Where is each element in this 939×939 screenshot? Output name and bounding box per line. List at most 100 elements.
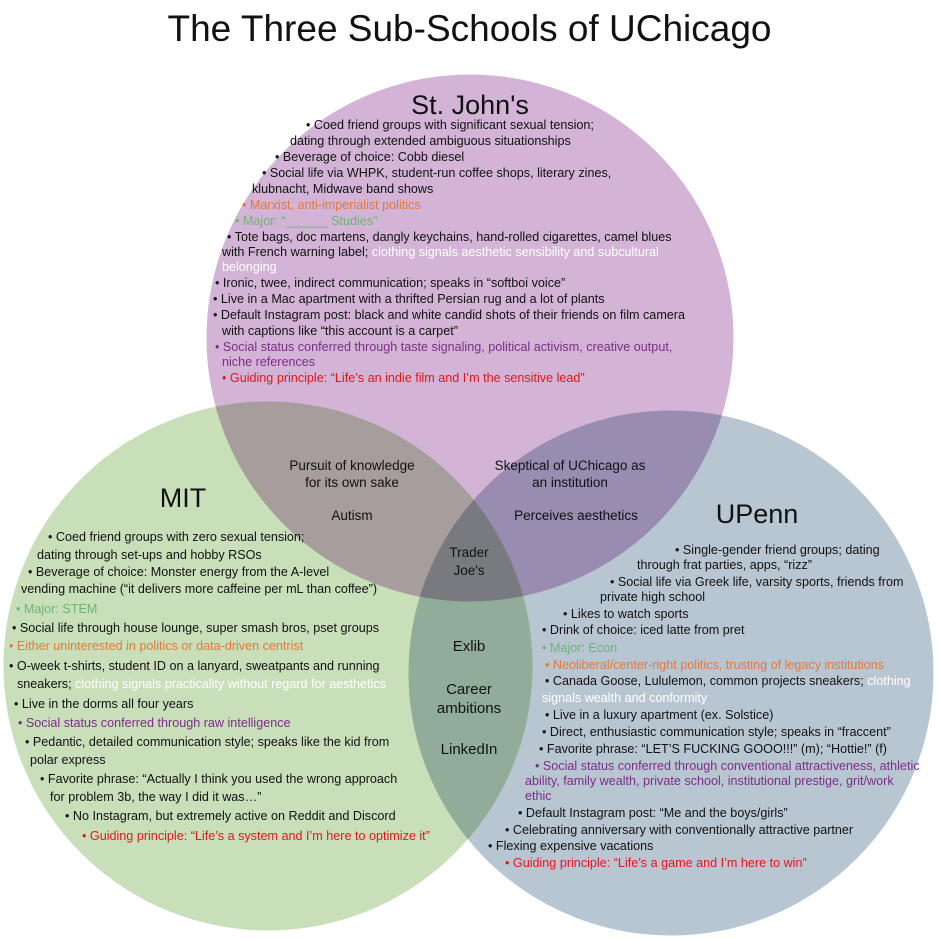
mit-text-segment: for problem 3b, the way I did it was…”	[50, 790, 262, 804]
st-johns-line: niche references	[222, 354, 315, 370]
mit-line: • Pedantic, detailed communication style…	[25, 734, 389, 750]
st-johns-text-segment: • Live in a Mac apartment with a thrifte…	[213, 292, 605, 306]
st-johns-line: with French warning label; clothing sign…	[222, 244, 659, 260]
upenn-line: • Social life via Greek life, varsity sp…	[610, 574, 903, 590]
upenn-line: • Default Instagram post: “Me and the bo…	[518, 805, 788, 821]
overlap-st-johns-mit-text-2: for its own sake	[305, 475, 399, 490]
st-johns-line: with captions like “this account is a ca…	[222, 323, 458, 339]
mit-text-segment: • Favorite phrase: “Actually I think you…	[40, 772, 398, 786]
overlap-st-johns-upenn-text-2: an institution	[532, 475, 608, 490]
st-johns-line: • Tote bags, doc martens, dangly keychai…	[227, 229, 672, 245]
st-johns-line: klubnacht, Midwave band shows	[252, 181, 433, 197]
mit-line: sneakers; clothing signals practicality …	[17, 676, 386, 692]
mit-text-segment: • Pedantic, detailed communication style…	[25, 735, 390, 749]
mit-line: • Guiding principle: “Life’s a system an…	[82, 828, 430, 844]
mit-text-segment: • Social status conferred through raw in…	[18, 716, 291, 730]
st-johns-line: • Beverage of choice: Cobb diesel	[275, 149, 464, 165]
upenn-line: • Direct, enthusiastic communication sty…	[542, 724, 891, 740]
st-johns-line: • Marxist, anti-imperialist politics	[242, 197, 421, 213]
upenn-text-segment: • Single-gender friend groups; dating	[675, 543, 880, 557]
upenn-title: UPenn	[715, 499, 799, 529]
st-johns-text-segment: • Social status conferred through taste …	[215, 340, 673, 354]
upenn-line: • Likes to watch sports	[563, 606, 689, 622]
upenn-line: through frat parties, apps, “rizz”	[637, 557, 812, 573]
upenn-line: • Major: Econ	[542, 640, 617, 656]
upenn-line: signals wealth and conformity	[542, 690, 707, 706]
upenn-line: ethic	[525, 788, 552, 804]
mit-line: polar express	[30, 752, 106, 768]
mit-title: MIT	[159, 483, 207, 513]
mit-text-segment: • Major: STEM	[16, 602, 98, 616]
upenn-text-segment: • Major: Econ	[542, 641, 618, 655]
st-johns-line: • Major: “______ Studies”	[235, 213, 377, 229]
mit-line: • Live in the dorms all four years	[14, 696, 193, 712]
upenn-line: • Favorite phrase: “LET’S FUCKING GOOO!!…	[539, 741, 887, 757]
upenn-text-segment: • Likes to watch sports	[563, 607, 689, 621]
upenn-text-segment: clothing	[867, 674, 911, 688]
mit-line: for problem 3b, the way I did it was…”	[50, 789, 261, 805]
st-johns-line: dating through extended ambiguous situat…	[290, 133, 571, 149]
mit-text-segment: • Either uninterested in politics or dat…	[9, 639, 304, 653]
st-johns-text-segment: • Coed friend groups with significant se…	[306, 118, 594, 132]
mit-text-segment: clothing signals practicality without re…	[75, 677, 386, 691]
st-johns-text-segment: • Major: “______ Studies”	[235, 214, 378, 228]
upenn-line: • Celebrating anniversary with conventio…	[505, 822, 853, 838]
upenn-text-segment: ability, family wealth, private school, …	[525, 774, 894, 788]
st-johns-line: • Social life via WHPK, student-run coff…	[262, 165, 611, 181]
mit-line: • Either uninterested in politics or dat…	[9, 638, 303, 654]
upenn-text-segment: • Drink of choice: iced latte from pret	[542, 623, 745, 637]
mit-text-segment: • Guiding principle: “Life’s a system an…	[82, 829, 430, 843]
st-johns-text-segment: • Beverage of choice: Cobb diesel	[275, 150, 465, 164]
st-johns-line: • Coed friend groups with significant se…	[306, 117, 594, 133]
st-johns-text-segment: • Social life via WHPK, student-run coff…	[262, 166, 612, 180]
upenn-text-segment: through frat parties, apps, “rizz”	[637, 558, 812, 572]
overlap-mit-upenn-text-4: LinkedIn	[440, 741, 498, 758]
mit-line: • Social status conferred through raw in…	[18, 715, 291, 731]
upenn-line: • Guiding principle: “Life’s a game and …	[505, 855, 807, 871]
overlap-mit-upenn-text-3: ambitions	[436, 700, 502, 717]
upenn-text-segment: • Canada Goose, Lululemon, common projec…	[545, 674, 868, 688]
upenn-line: • Live in a luxury apartment (ex. Solsti…	[545, 707, 773, 723]
mit-line: • Beverage of choice: Monster energy fro…	[28, 564, 329, 580]
upenn-text-segment: private high school	[600, 590, 706, 604]
upenn-text-segment: • Social status conferred through conven…	[535, 759, 920, 773]
overlap-st-johns-upenn-text-1: Skeptical of UChicago as	[494, 458, 646, 473]
st-johns-text-segment: belonging	[222, 260, 277, 274]
mit-line: • No Instagram, but extremely active on …	[65, 808, 396, 824]
st-johns-text-segment: niche references	[222, 355, 316, 369]
upenn-text-segment: ethic	[525, 789, 552, 803]
st-johns-text-segment: • Default Instagram post: black and whit…	[213, 308, 686, 322]
mit-line: • Major: STEM	[16, 601, 97, 617]
st-johns-text-segment: • Guiding principle: “Life’s an indie fi…	[222, 371, 585, 385]
st-johns-text-segment: klubnacht, Midwave band shows	[252, 182, 434, 196]
mit-text-segment: dating through set-ups and hobby RSOs	[37, 548, 262, 562]
mit-text-segment: • Social life through house lounge, supe…	[12, 621, 380, 635]
mit-line: • Favorite phrase: “Actually I think you…	[40, 771, 397, 787]
upenn-text-segment: • Celebrating anniversary with conventio…	[505, 823, 854, 837]
st-johns-text-segment: • Marxist, anti-imperialist politics	[242, 198, 421, 212]
mit-line: dating through set-ups and hobby RSOs	[37, 547, 262, 563]
diagram-title: The Three Sub-Schools of UChicago	[167, 8, 772, 49]
mit-text-segment: • Live in the dorms all four years	[14, 697, 194, 711]
st-johns-text-segment: • Ironic, twee, indirect communication; …	[215, 276, 566, 290]
upenn-line: • Drink of choice: iced latte from pret	[542, 622, 745, 638]
upenn-text-segment: • Guiding principle: “Life’s a game and …	[505, 856, 807, 870]
upenn-line: private high school	[600, 589, 705, 605]
mit-line: • Social life through house lounge, supe…	[12, 620, 379, 636]
st-johns-text-segment: with French warning label;	[222, 245, 372, 259]
mit-text-segment: • Beverage of choice: Monster energy fro…	[28, 565, 330, 579]
upenn-text-segment: • Live in a luxury apartment (ex. Solsti…	[545, 708, 774, 722]
st-johns-line: • Default Instagram post: black and whit…	[213, 307, 685, 323]
mit-text-segment: • O-week t-shirts, student ID on a lanya…	[9, 659, 380, 673]
upenn-text-segment: signals wealth and conformity	[542, 691, 708, 705]
overlap-st-johns-mit-text-3: Autism	[331, 508, 373, 523]
mit-text-segment: vending machine (“it delivers more caffe…	[21, 582, 378, 596]
st-johns-line: • Guiding principle: “Life’s an indie fi…	[222, 370, 585, 386]
overlap-all-text-1: Trader	[449, 545, 489, 560]
upenn-line: • Single-gender friend groups; dating	[675, 542, 880, 558]
mit-text-segment: sneakers;	[17, 677, 76, 691]
upenn-text-segment: • Neoliberal/center-right politics, trus…	[545, 658, 884, 672]
mit-line: • O-week t-shirts, student ID on a lanya…	[9, 658, 380, 674]
st-johns-line: • Ironic, twee, indirect communication; …	[215, 275, 565, 291]
upenn-line: • Neoliberal/center-right politics, trus…	[545, 657, 884, 673]
